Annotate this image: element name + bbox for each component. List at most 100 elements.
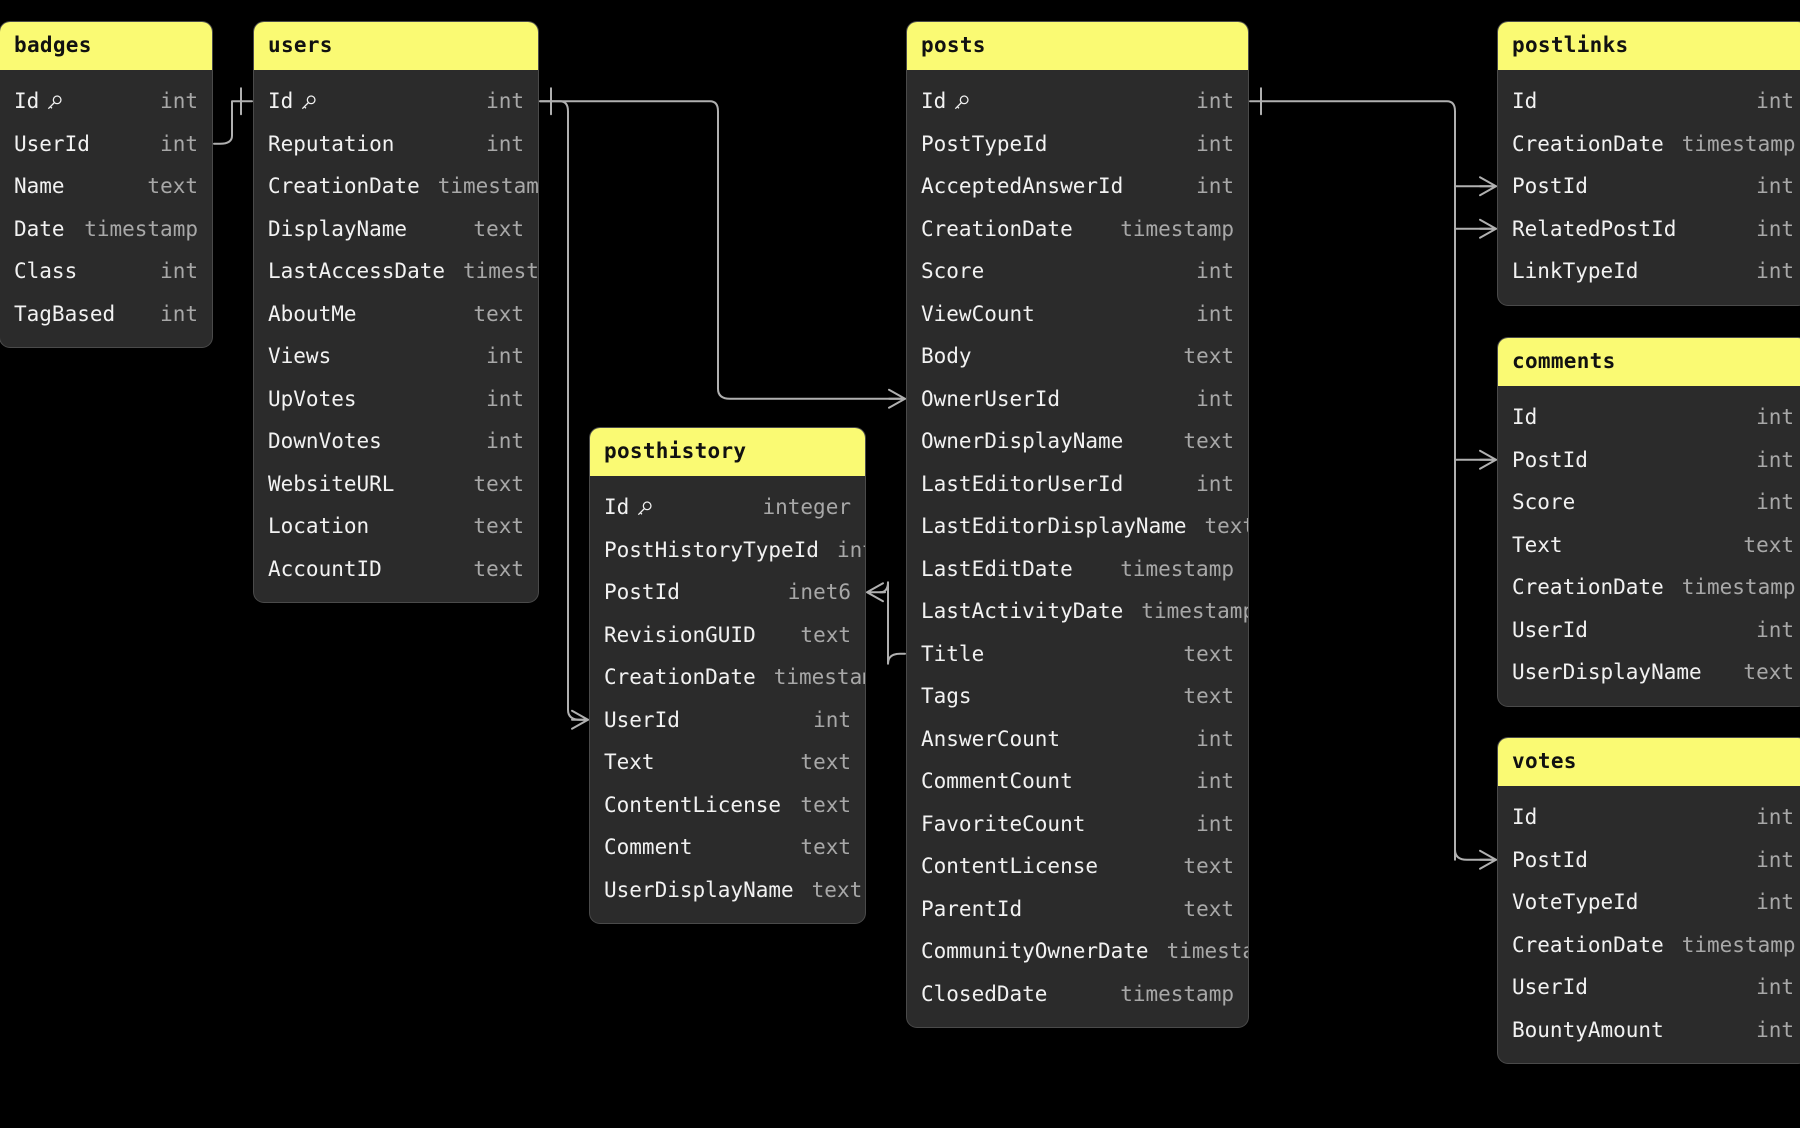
field-row[interactable]: Views int bbox=[254, 335, 538, 378]
edge-users-posthistory bbox=[539, 100, 589, 721]
field-row[interactable]: LastEditorDisplayNametext bbox=[907, 505, 1248, 548]
field-type: int bbox=[486, 344, 524, 369]
field-type: timestamp bbox=[84, 216, 198, 241]
field-name: WebsiteURL bbox=[268, 471, 395, 496]
table-title-users[interactable]: users bbox=[254, 22, 538, 70]
field-name-wrap: CreationDate bbox=[1512, 575, 1664, 599]
field-name: PostId bbox=[1512, 174, 1588, 199]
table-title-posts[interactable]: posts bbox=[907, 22, 1248, 70]
edge-posts-trunk bbox=[1249, 100, 1456, 861]
field-row[interactable]: CommunityOwnerDatetimestamp bbox=[907, 930, 1248, 973]
field-type: text bbox=[473, 514, 524, 539]
field-name-wrap: VoteTypeId bbox=[1512, 890, 1638, 914]
field-name: ContentLicense bbox=[921, 854, 1099, 879]
field-name-wrap: Views bbox=[268, 344, 331, 368]
table-card-posthistory[interactable]: posthistoryIdintegerPostHistoryTypeIdint… bbox=[590, 428, 865, 923]
table-title-posthistory[interactable]: posthistory bbox=[590, 428, 865, 476]
field-row[interactable]: PostHistoryTypeIdint bbox=[590, 529, 865, 572]
field-type: timestamp bbox=[437, 174, 538, 199]
table-title-comments[interactable]: comments bbox=[1498, 338, 1800, 386]
field-row[interactable]: LastAccessDatetimestamp bbox=[254, 250, 538, 293]
field-name-wrap: Id bbox=[268, 89, 317, 113]
field-name-wrap: BountyAmount bbox=[1512, 1018, 1664, 1042]
field-name: RelatedPostId bbox=[1512, 216, 1677, 241]
table-title-badges[interactable]: badges bbox=[0, 22, 212, 70]
field-row[interactable]: CreationDate timestamp bbox=[254, 165, 538, 208]
field-name: CreationDate bbox=[268, 174, 420, 199]
table-title-votes[interactable]: votes bbox=[1498, 738, 1800, 786]
cardinality-many-posthistory-userid bbox=[571, 709, 589, 730]
table-title-postlinks[interactable]: postlinks bbox=[1498, 22, 1800, 70]
